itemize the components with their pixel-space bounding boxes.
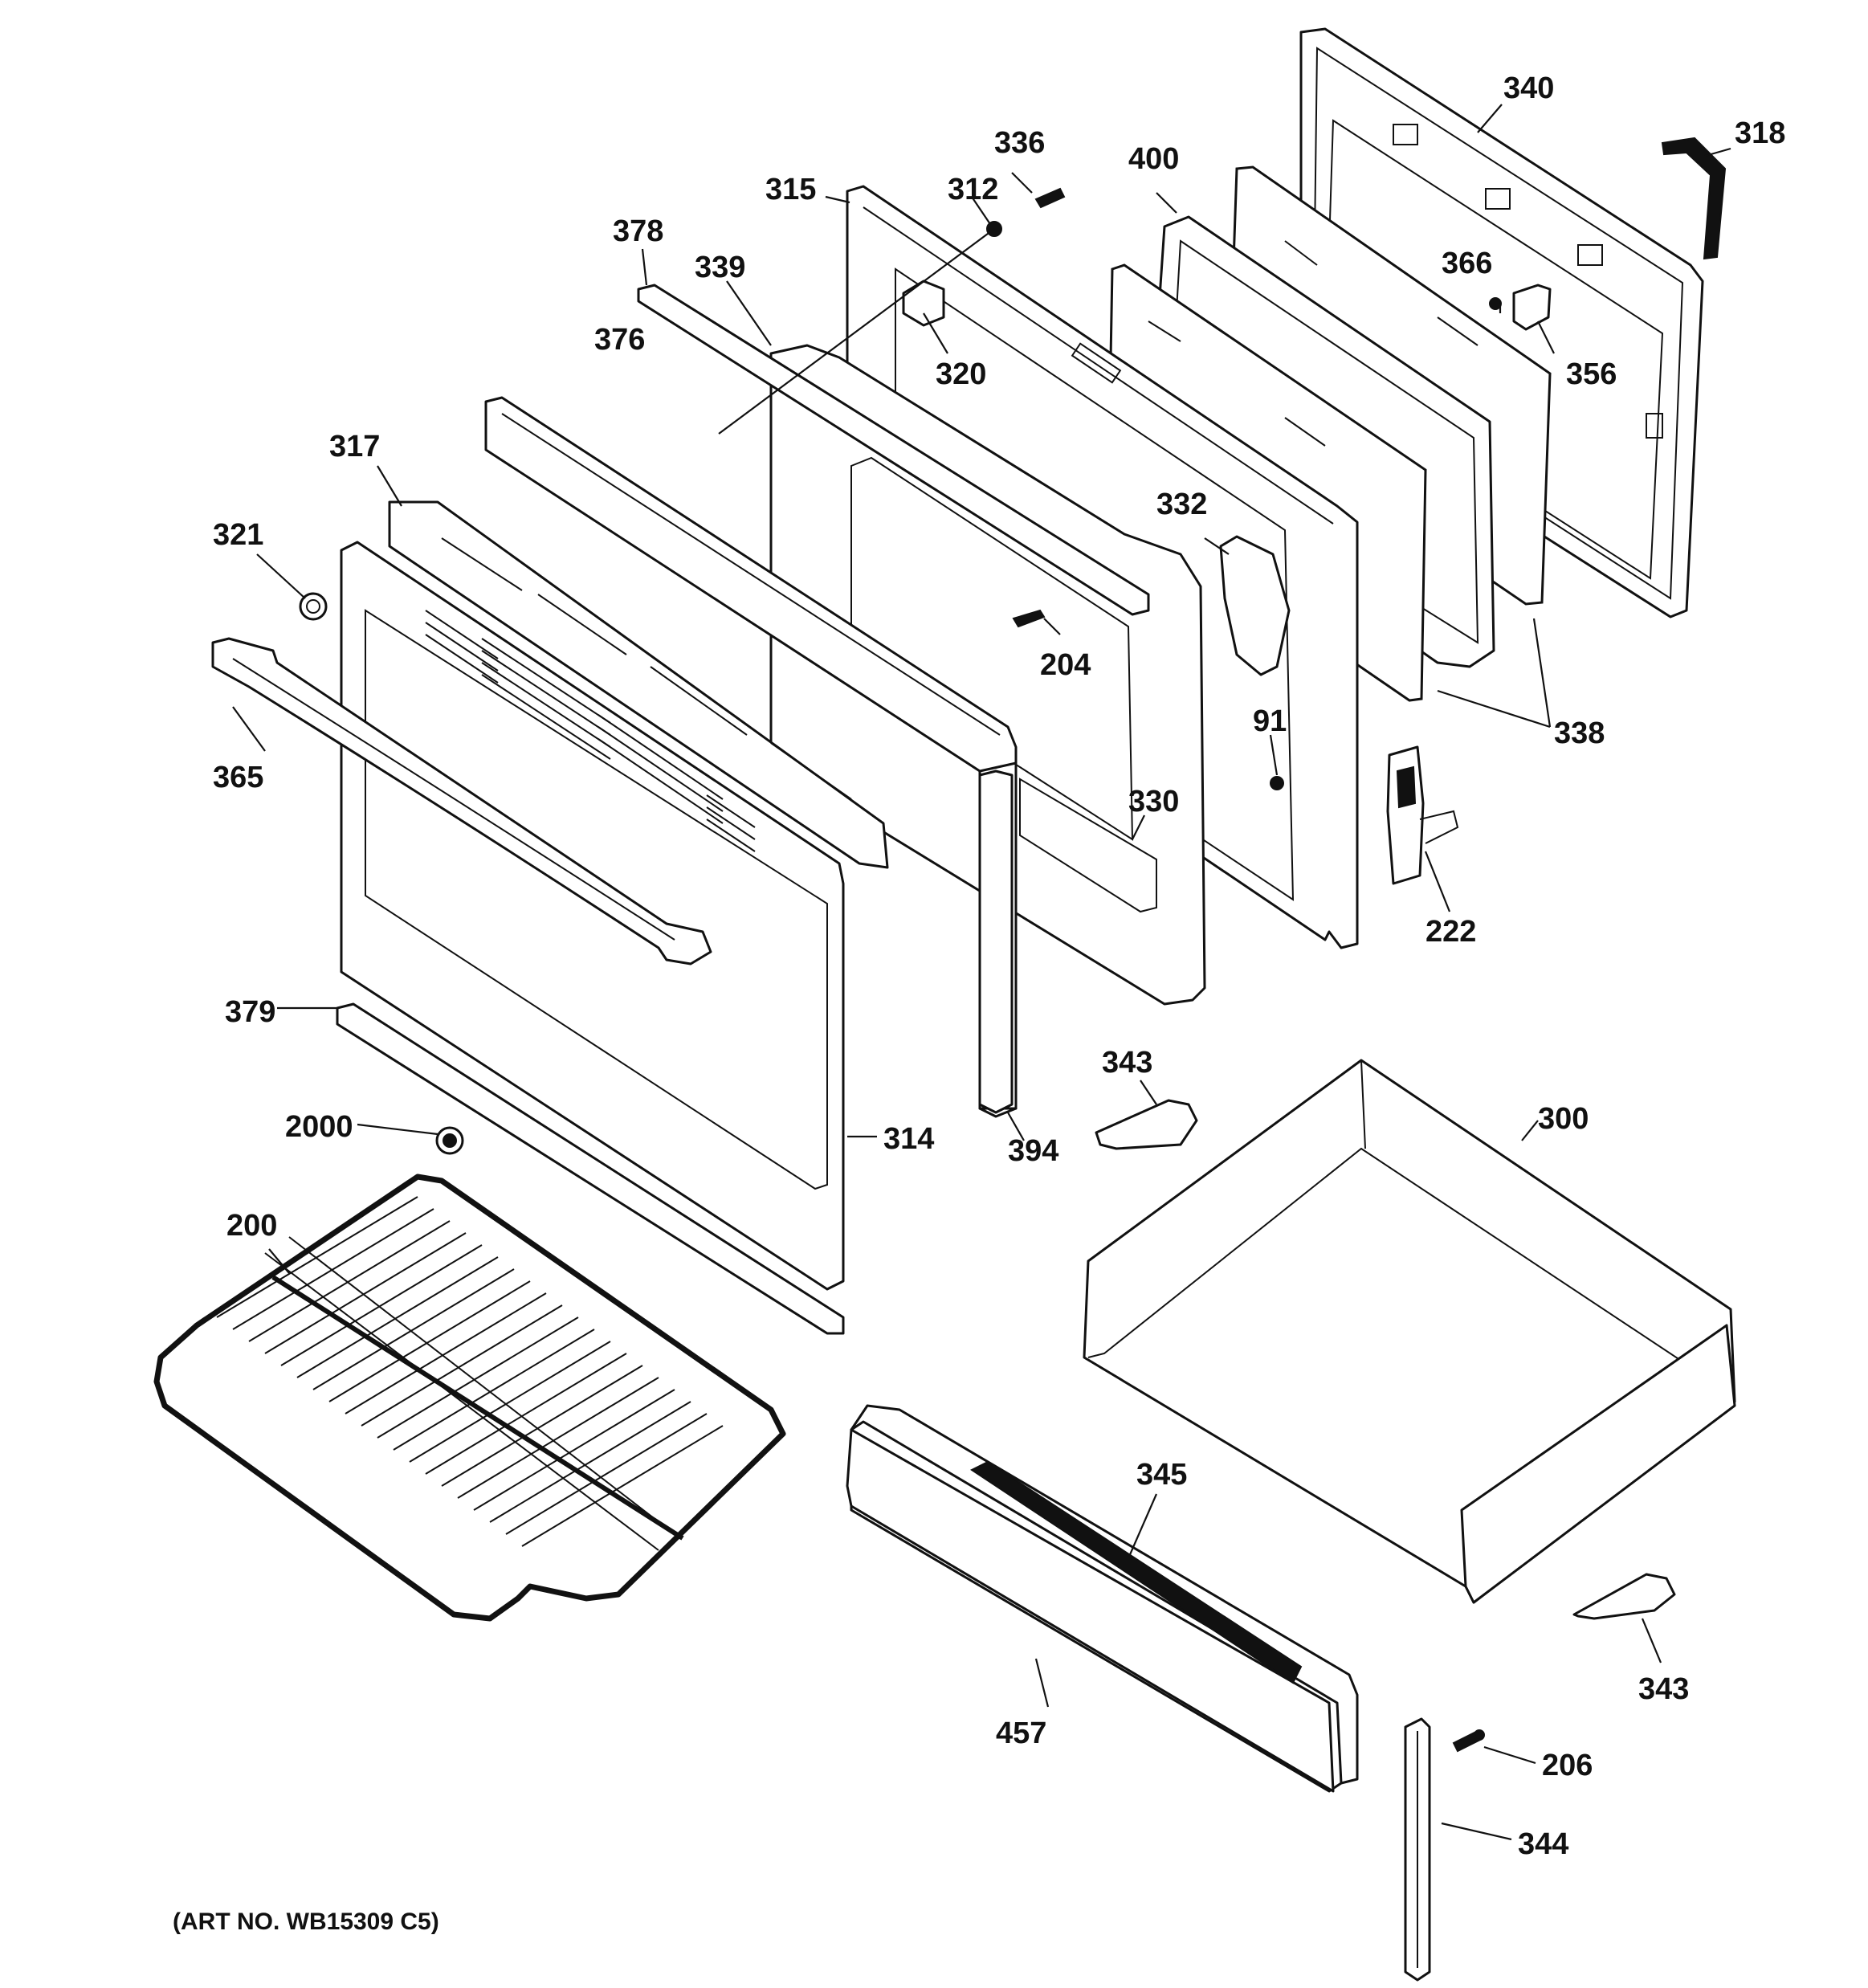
part-318-gasket	[1661, 137, 1727, 260]
label-394: 394	[1008, 1134, 1058, 1168]
part-345-handle-strip	[970, 1460, 1303, 1684]
part-365-handle	[211, 637, 712, 965]
label-376: 376	[594, 323, 645, 357]
label-345: 345	[1136, 1458, 1187, 1492]
part-344-side-rail	[1404, 1717, 1431, 1982]
label-332: 332	[1156, 488, 1207, 521]
label-320: 320	[936, 357, 986, 391]
label-457: 457	[996, 1717, 1046, 1750]
label-356: 356	[1566, 357, 1617, 391]
part-300-drawer-box	[1083, 1059, 1736, 1604]
label-312: 312	[948, 173, 998, 206]
part-332-bracket	[1219, 535, 1291, 676]
label-300: 300	[1538, 1102, 1589, 1136]
label-2000: 2000	[285, 1110, 353, 1144]
part-343-slide-upper	[1095, 1099, 1198, 1150]
label-365: 365	[213, 761, 263, 794]
label-317: 317	[329, 430, 380, 463]
part-200-oven-rack	[153, 1174, 786, 1622]
part-206-screw	[1452, 1729, 1485, 1753]
assembly-line-312	[718, 228, 995, 435]
label-344: 344	[1518, 1827, 1568, 1861]
label-206: 206	[1542, 1749, 1593, 1782]
part-321-knob	[299, 592, 328, 621]
label-400: 400	[1128, 142, 1179, 176]
label-200: 200	[226, 1209, 277, 1243]
leader-lines	[232, 104, 1731, 1841]
part-356-bracket	[1512, 284, 1552, 331]
part-457-drawer-front	[846, 1404, 1359, 1793]
part-2000-plug	[435, 1126, 464, 1155]
part-379-bottom-trim	[336, 1002, 845, 1335]
label-321: 321	[213, 518, 263, 552]
part-204-screw	[1012, 609, 1046, 628]
label-379: 379	[225, 995, 275, 1029]
part-394-side-trim	[978, 769, 1014, 1114]
label-330: 330	[1128, 785, 1179, 818]
label-336: 336	[994, 126, 1045, 160]
part-91-screw	[1270, 776, 1284, 790]
label-318: 318	[1735, 116, 1785, 150]
part-222-hinge	[1386, 745, 1459, 885]
part-314-outer-door	[340, 541, 845, 1291]
part-317-vent-bracket	[388, 500, 889, 869]
label-91: 91	[1253, 704, 1287, 738]
label-314: 314	[883, 1122, 934, 1156]
label-343-lower: 343	[1638, 1672, 1689, 1706]
part-labels: 340 318 336 312 315 400 378 339 376 366 …	[213, 71, 1785, 1861]
label-339: 339	[695, 251, 745, 284]
label-338: 338	[1554, 716, 1605, 750]
part-336-screw	[1034, 187, 1066, 209]
label-204: 204	[1040, 648, 1091, 682]
label-343-upper: 343	[1102, 1046, 1152, 1080]
label-315: 315	[765, 173, 816, 206]
label-222: 222	[1425, 915, 1476, 949]
part-343-slide-lower	[1572, 1573, 1676, 1620]
label-378: 378	[613, 214, 663, 248]
label-366: 366	[1442, 247, 1492, 280]
art-number-caption: (ART NO. WB15309 C5)	[173, 1908, 439, 1935]
part-378-vent-strip	[637, 284, 1150, 616]
label-340: 340	[1503, 71, 1554, 105]
